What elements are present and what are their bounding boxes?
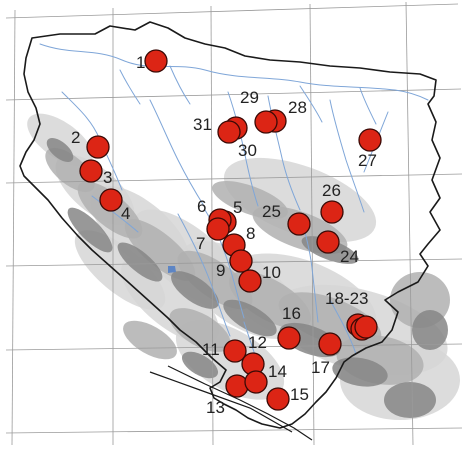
terrain-patch-dark: [117, 242, 163, 282]
station-label: 27: [358, 151, 377, 170]
terrain-patch-dark: [412, 310, 448, 350]
station-marker: [277, 326, 301, 350]
terrain-patch-mid: [45, 147, 95, 193]
station-label: 9: [216, 261, 225, 280]
station-27: 27: [358, 128, 382, 170]
station-marker: [206, 217, 230, 241]
station-marker: [238, 269, 262, 293]
station-marker: [316, 230, 340, 254]
lake: [168, 266, 176, 273]
terrain-patch-mid: [123, 320, 177, 360]
station-marker: [223, 339, 247, 363]
station-marker: [287, 212, 311, 236]
station-15: 15: [266, 385, 309, 411]
station-17: 17: [311, 332, 342, 377]
station-10: 10: [238, 263, 281, 293]
station-label: 29: [240, 88, 259, 107]
station-11: 11: [202, 339, 247, 363]
station-label: 3: [103, 168, 112, 187]
station-label: 11: [202, 340, 220, 359]
station-26: 26: [320, 181, 344, 224]
station-label: 7: [196, 234, 205, 253]
station-14: 14: [244, 362, 287, 394]
station-marker: [217, 120, 241, 144]
station-1: 1: [136, 49, 168, 73]
station-marker: [354, 315, 378, 339]
station-label: 1: [136, 53, 145, 72]
station-label: 13: [206, 398, 225, 417]
station-13: 13: [206, 374, 249, 417]
terrain-patch-dark: [332, 357, 388, 387]
station-marker: [144, 49, 168, 73]
station-label: 28: [288, 98, 307, 117]
station-25: 25: [262, 202, 311, 236]
station-2: 2: [71, 128, 110, 159]
terrain-patch-dark: [181, 351, 219, 379]
station-label: 2: [71, 128, 80, 147]
station-29: 29: [240, 88, 278, 134]
terrain-patch-dark: [46, 138, 74, 162]
station-16: 16: [277, 304, 301, 350]
station-4: 4: [99, 188, 130, 223]
station-label: 8: [246, 224, 255, 243]
station-label: 6: [197, 197, 206, 216]
station-31: 31: [193, 115, 241, 144]
terrain-patch-light: [74, 230, 166, 310]
station-marker: [254, 110, 278, 134]
station-marker: [99, 188, 123, 212]
station-marker: [229, 249, 253, 273]
station-label: 12: [248, 333, 267, 352]
station-label: 24: [340, 247, 359, 266]
terrain-patch-light: [27, 113, 93, 167]
station-label: 14: [268, 362, 287, 381]
coastline: [149, 365, 313, 441]
station-label: 31: [193, 115, 212, 134]
station-marker: [79, 159, 103, 183]
station-marker: [266, 387, 290, 411]
country-border: [19, 21, 441, 429]
terrain-patch-mid: [177, 250, 253, 310]
station-label: 16: [282, 304, 301, 323]
station-24: 24: [316, 230, 359, 266]
terrain-patch-dark: [171, 271, 219, 309]
station-label: 26: [322, 181, 341, 200]
station-label: 25: [262, 202, 281, 221]
station-label: 4: [121, 204, 130, 223]
station-12: 12: [241, 333, 267, 376]
station-9: 9: [216, 249, 253, 280]
station-18-23: 18-23: [325, 289, 378, 341]
station-7: 7: [196, 217, 230, 253]
station-label: 17: [311, 358, 330, 377]
station-label: 30: [238, 141, 257, 160]
station-marker: [320, 200, 344, 224]
station-marker: [225, 374, 249, 398]
station-marker: [318, 332, 342, 356]
terrain-patch-mid: [124, 219, 196, 281]
station-label: 5: [233, 198, 242, 217]
terrain-patch-mid: [212, 181, 288, 219]
river-network: [39, 43, 429, 377]
station-marker: [244, 370, 268, 394]
station-label: 18-23: [325, 289, 368, 308]
terrain-patch-dark: [67, 207, 113, 253]
terrain-patch-dark: [223, 299, 277, 337]
station-label: 10: [262, 263, 281, 282]
terrain-patch-dark: [384, 382, 436, 418]
station-label: 15: [290, 385, 309, 404]
station-marker: [86, 135, 110, 159]
station-3: 3: [79, 159, 112, 187]
station-marker: [358, 128, 382, 152]
terrain-patch-mid: [169, 308, 231, 352]
